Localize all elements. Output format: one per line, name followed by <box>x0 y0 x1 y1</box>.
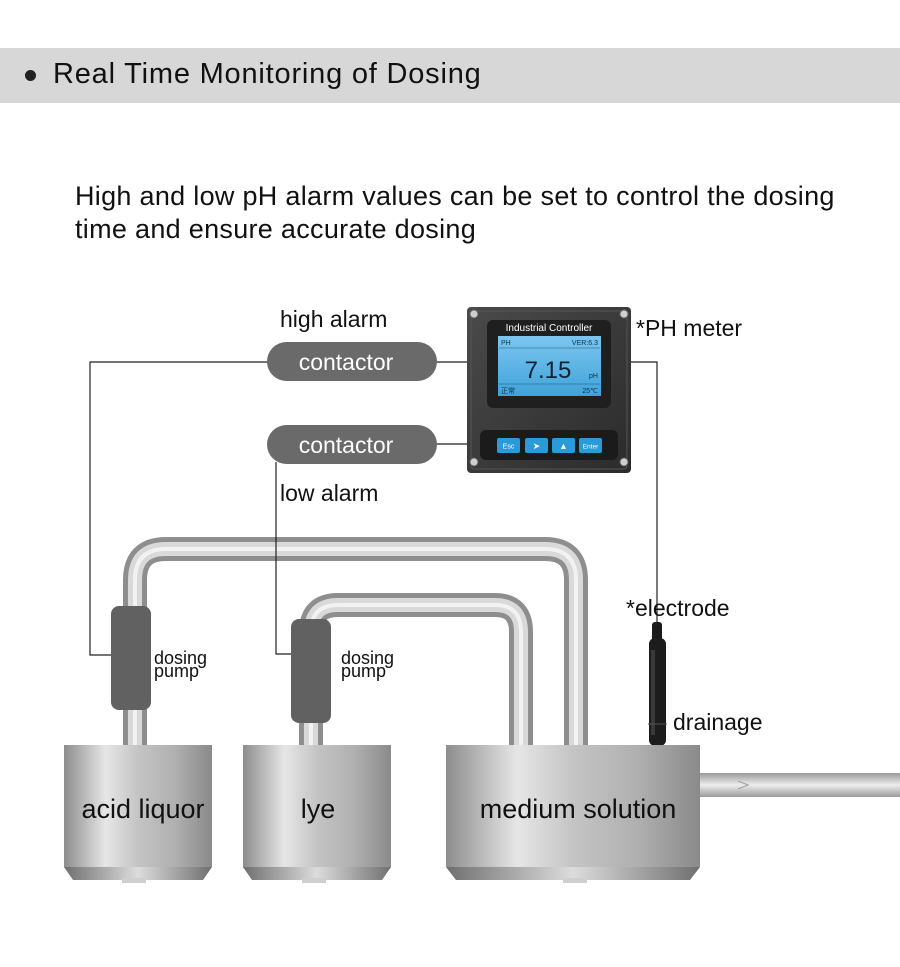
lcd-version: VER:6.3 <box>572 340 598 347</box>
lcd-temperature: 25℃ <box>582 388 598 395</box>
pump-acid-label-2: pump <box>154 661 199 681</box>
lcd-mode: PH <box>501 340 511 347</box>
right-arrow-button[interactable]: ➤ <box>525 438 548 453</box>
tank-lye-label: lye <box>301 794 336 824</box>
screw-icon <box>469 309 629 467</box>
bullet-icon <box>25 70 36 81</box>
pump-lye-label-1: dosing <box>341 648 394 668</box>
pump-acid-label-1: dosing <box>154 648 207 668</box>
svg-text:Enter: Enter <box>583 444 599 451</box>
lcd-reading: 7.15 <box>525 357 572 384</box>
drainage-pipe <box>698 773 900 797</box>
ph-meter: Industrial Controller PH VER:6.3 7.15 pH… <box>467 307 631 473</box>
lcd-unit: pH <box>589 373 598 380</box>
contactor-low-label: contactor <box>299 432 394 458</box>
contactor-low: contactor <box>267 425 437 464</box>
high-alarm-label: high alarm <box>280 306 387 332</box>
tank-acid-liquor: acid liquor <box>64 745 212 883</box>
up-arrow-button[interactable]: ▲ <box>552 438 575 453</box>
header-bar: Real Time Monitoring of Dosing <box>0 48 900 103</box>
contactor-high: contactor <box>267 342 437 381</box>
esc-button[interactable]: Esc <box>497 438 520 453</box>
electrode-label: *electrode <box>626 595 730 621</box>
svg-text:Esc: Esc <box>503 444 515 451</box>
right-arrow-icon: ➤ <box>533 441 541 451</box>
tank-acid-label: acid liquor <box>81 794 204 824</box>
enter-button[interactable]: Enter <box>579 438 602 453</box>
tank-medium-label: medium solution <box>480 794 677 824</box>
dosing-pump-acid <box>111 606 151 710</box>
lcd-status: 正常 <box>501 386 515 395</box>
dosing-pump-lye <box>291 619 331 723</box>
description-text: High and low pH alarm values can be set … <box>75 181 835 244</box>
drainage-label: drainage <box>673 709 763 735</box>
pump-lye-label-2: pump <box>341 661 386 681</box>
electrode <box>648 622 667 746</box>
low-alarm-label: low alarm <box>280 480 378 506</box>
tank-lye: lye <box>243 745 391 883</box>
tank-medium-solution: medium solution <box>446 745 700 883</box>
control-wires <box>89 361 658 656</box>
up-arrow-icon: ▲ <box>559 441 568 451</box>
contactor-high-label: contactor <box>299 349 394 375</box>
section-title: Real Time Monitoring of Dosing <box>53 58 482 90</box>
pipe-acid-loop <box>123 537 588 745</box>
controller-title: Industrial Controller <box>506 323 593 334</box>
ph-meter-label: *PH meter <box>636 315 742 341</box>
lcd-screen <box>498 336 601 396</box>
